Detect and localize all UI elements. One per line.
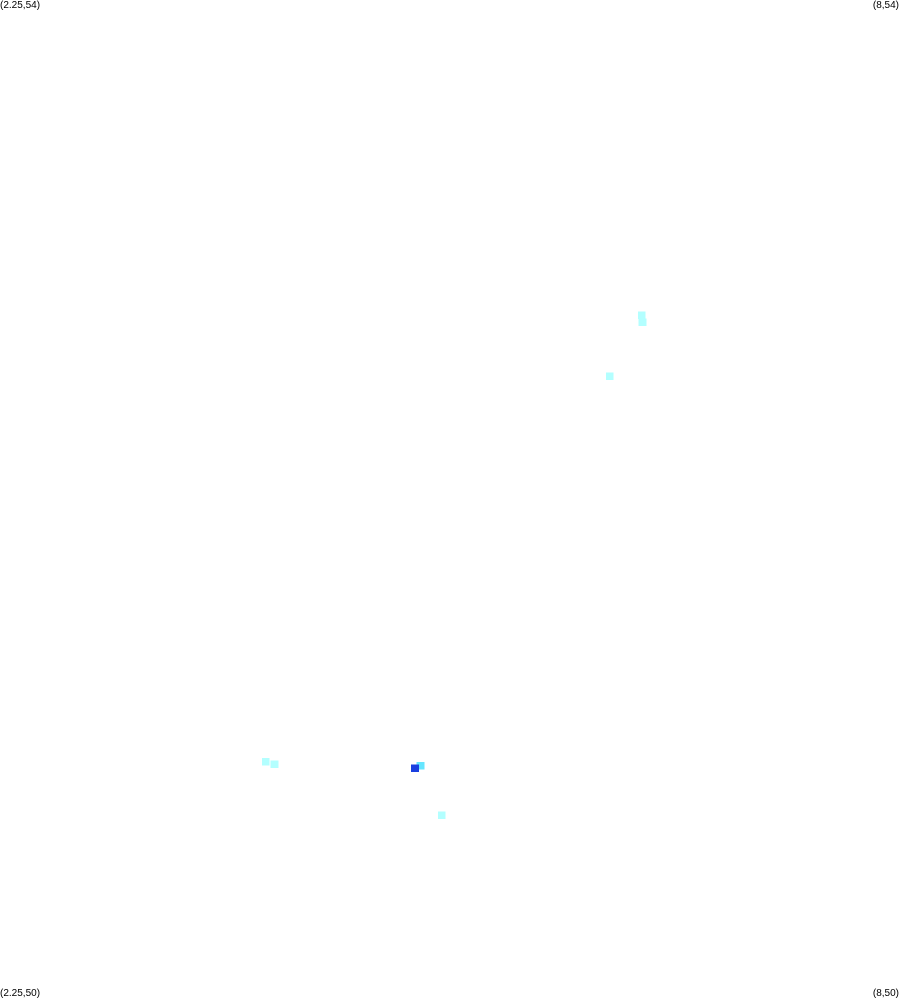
map-cell-2 [638, 318, 647, 327]
corner-label-bottom-right: (8,50) [872, 988, 899, 999]
data-cells [261, 311, 647, 820]
map-cell-4 [261, 758, 270, 766]
map-cell-8 [437, 811, 446, 820]
map-cell-6 [416, 761, 425, 770]
map-cell-1 [637, 311, 646, 319]
corner-label-top-left: (2.25,54) [0, 0, 41, 11]
map-cell-7 [411, 764, 419, 772]
corner-label-top-right: (8,54) [872, 0, 899, 11]
corner-label-bottom-left: (2.25,50) [0, 988, 41, 999]
map-cell-3 [605, 372, 614, 380]
map-cell-5 [270, 760, 279, 769]
